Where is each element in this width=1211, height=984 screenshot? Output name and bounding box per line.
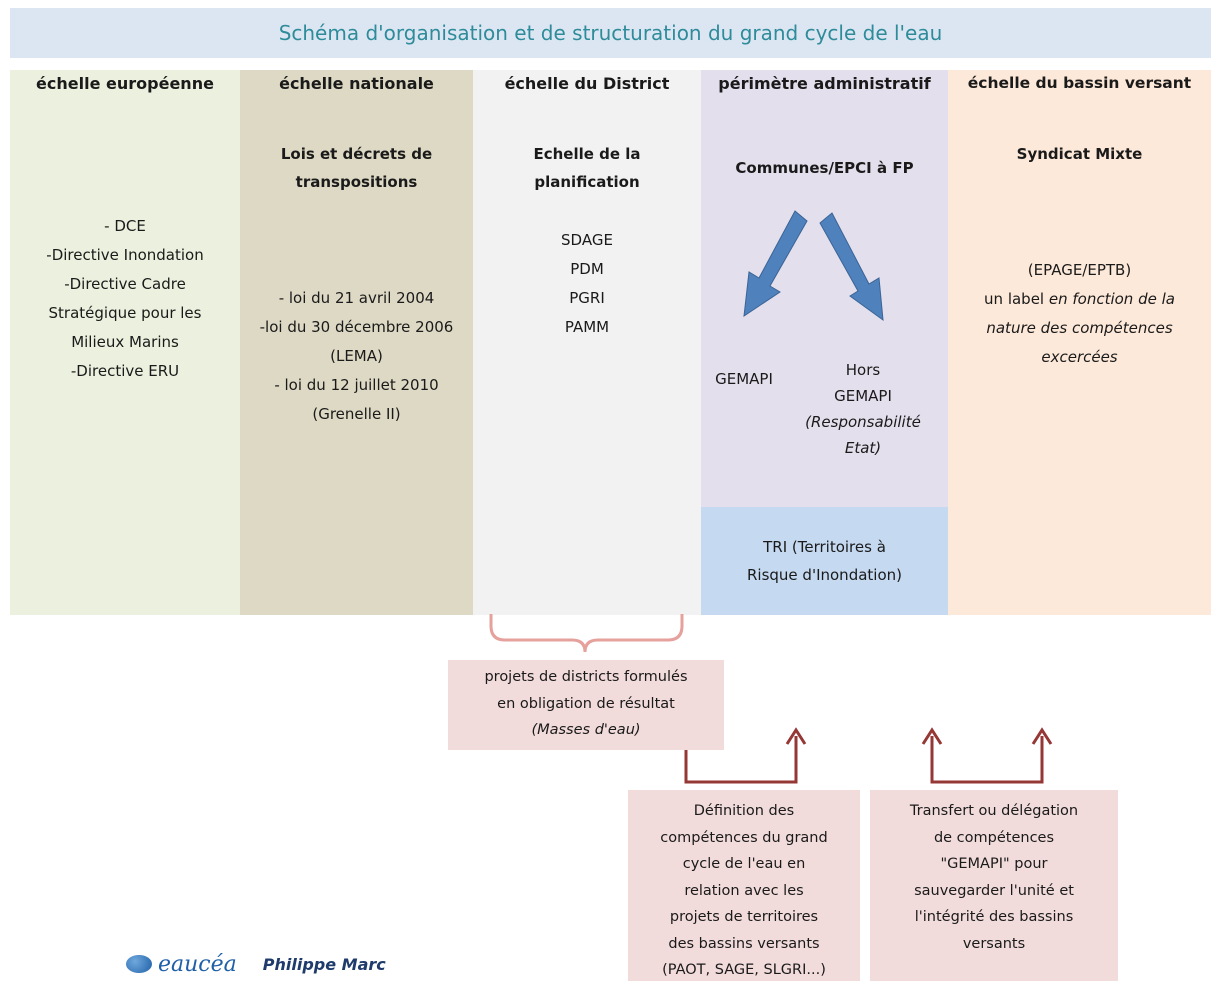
column-national: échelle nationale Lois et décrets de tra… [240, 70, 473, 615]
tri-box: TRI (Territoires à Risque d'Inondation) [701, 507, 948, 615]
plan-line: PGRI [569, 289, 605, 307]
bassin-details: (EPAGE/EPTB) un label en fonction de la … [984, 261, 1175, 366]
column-header-european: échelle européenne [36, 74, 214, 93]
national-subheading: Lois et décrets de transpositions [280, 145, 433, 191]
district-projects-box: projets de districts formulés en obligat… [448, 660, 724, 750]
directive-line: - DCE [104, 217, 146, 235]
law-line: (LEMA) [330, 347, 383, 365]
district-subheading: Echelle de la planification [533, 145, 641, 191]
footer: eaucéa Philippe Marc [126, 950, 446, 978]
transfer-arrowhead-left-icon [921, 727, 943, 745]
state-responsibility-note: (Responsabilité [805, 413, 921, 431]
directive-line: -Directive ERU [70, 362, 180, 380]
blue-arrow-left-icon [743, 210, 808, 318]
transfer-box: Transfert ou délégation de compétences "… [870, 790, 1118, 981]
water-drop-icon [126, 955, 152, 973]
european-directives: - DCE -Directive Inondation -Directive C… [10, 212, 240, 386]
transfer-connector [930, 736, 1044, 784]
hors-gemapi-label: Hors GEMAPI (Responsabilité Etat) [781, 357, 945, 461]
author-name: Philippe Marc [262, 954, 386, 974]
column-header-administrative: périmètre administratif [718, 74, 931, 93]
law-line: (Grenelle II) [312, 405, 401, 423]
gemapi-label: GEMAPI [715, 370, 773, 388]
bassin-subheading: Syndicat Mixte [1016, 145, 1143, 163]
definition-arrowhead-right-icon [785, 727, 807, 745]
eaucea-logo: eaucéa [158, 951, 237, 977]
column-header-district: échelle du District [504, 74, 670, 93]
column-bassin-versant: échelle du bassin versant Syndicat Mixte… [948, 70, 1211, 615]
water-bodies-note: (Masses d'eau) [531, 722, 641, 738]
district-plans: SDAGE PDM PGRI PAMM [473, 226, 701, 342]
law-line: - loi du 12 juillet 2010 [274, 376, 439, 394]
column-administrative: périmètre administratif Communes/EPCI à … [701, 70, 948, 507]
directive-line: Stratégique pour les [48, 304, 202, 322]
column-header-bassin: échelle du bassin versant [967, 74, 1192, 92]
diagram-title: Schéma d'organisation et de structuratio… [10, 8, 1211, 58]
directive-line: -Directive Cadre [64, 275, 186, 293]
district-brace [489, 614, 684, 653]
definition-box: Définition des compétences du grand cycl… [628, 790, 860, 981]
column-district: échelle du District Echelle de la planif… [473, 70, 701, 615]
directive-line: -Directive Inondation [46, 246, 204, 264]
title-text: Schéma d'organisation et de structuratio… [278, 21, 943, 45]
directive-line: Milieux Marins [71, 333, 179, 351]
plan-line: SDAGE [561, 231, 613, 249]
plan-line: PAMM [564, 318, 610, 336]
national-laws: - loi du 21 avril 2004 -loi du 30 décemb… [240, 284, 473, 429]
definition-connector [684, 736, 798, 784]
law-line: - loi du 21 avril 2004 [278, 289, 435, 307]
law-line: -loi du 30 décembre 2006 [259, 318, 454, 336]
transfer-arrowhead-right-icon [1031, 727, 1053, 745]
blue-arrow-right-icon [819, 212, 884, 322]
plan-line: PDM [570, 260, 604, 278]
column-header-national: échelle nationale [279, 74, 434, 93]
administrative-subheading: Communes/EPCI à FP [735, 159, 914, 177]
column-european: échelle européenne - DCE -Directive Inon… [10, 70, 240, 615]
